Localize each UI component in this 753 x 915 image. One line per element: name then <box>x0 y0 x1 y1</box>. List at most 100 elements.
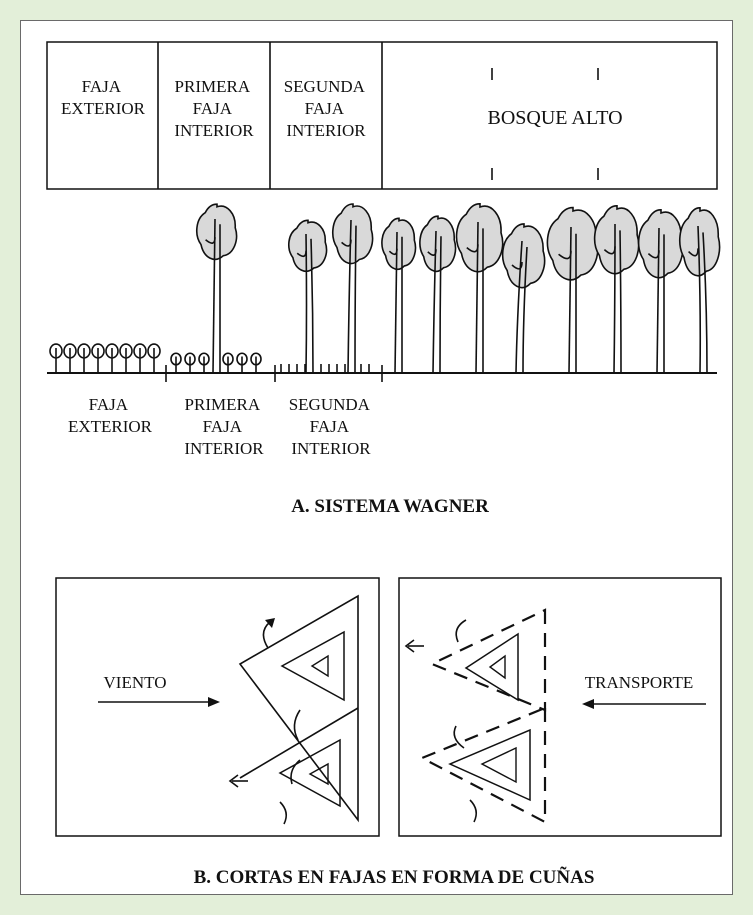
sapling <box>119 343 133 373</box>
leftward-arrow-head <box>228 774 239 788</box>
sapling <box>91 343 105 373</box>
tree-trunk <box>439 236 442 374</box>
sapling <box>147 343 161 373</box>
sapling <box>105 343 119 373</box>
leftward-arrow-head <box>404 639 415 653</box>
tree-branch <box>341 239 352 247</box>
tree <box>287 219 328 374</box>
tree-crown <box>287 219 328 273</box>
tree-branch <box>647 250 660 259</box>
tree <box>637 208 684 374</box>
tree <box>455 202 504 374</box>
section-a-title: A. SISTEMA WAGNER <box>291 496 489 517</box>
zone-table: FAJA EXTERIOR PRIMERA FAJA INTERIOR SEGU… <box>46 41 718 190</box>
tree-branch <box>688 248 699 257</box>
tree-branch <box>511 261 523 270</box>
curved-arrow-icon <box>290 759 301 785</box>
section-b-title: B. CORTAS EN FAJAS EN FORMA DE CUÑAS <box>194 866 595 888</box>
sapling <box>77 343 91 373</box>
tree <box>593 204 640 374</box>
sapling <box>222 352 234 373</box>
tree-branch <box>296 250 307 258</box>
sapling <box>250 352 262 373</box>
transport-arrow-head <box>582 699 594 709</box>
ground-label-outer: FAJA EXTERIOR <box>68 395 153 436</box>
sapling <box>170 352 182 373</box>
curved-arrow-icon <box>453 725 465 749</box>
tree <box>195 203 238 374</box>
curved-arrow-head <box>265 618 275 628</box>
tree-crown <box>593 204 640 275</box>
tree-trunk <box>619 230 622 374</box>
curved-arrow-icon <box>279 801 288 825</box>
tree-branch <box>603 246 616 255</box>
curved-arrow-icon <box>469 799 478 823</box>
wedge-inner <box>488 654 506 680</box>
wedge-middle <box>280 630 345 702</box>
curved-arrow-icon <box>293 709 301 741</box>
tree-crown <box>381 217 417 271</box>
tree-trunk <box>212 218 216 374</box>
wedge-panel-right: TRANSPORTE <box>398 577 722 837</box>
tree-trunk <box>568 226 572 374</box>
tree-trunk <box>354 225 357 374</box>
tree-trunk <box>702 232 708 374</box>
tree-crown <box>455 202 504 273</box>
wedge-panel-left: VIENTO <box>55 577 380 837</box>
wedge-inner <box>308 762 329 786</box>
wind-arrow-head <box>208 697 220 707</box>
wedge-middle <box>448 728 531 802</box>
tree-crown <box>195 203 238 261</box>
curved-arrow-icon <box>262 621 271 649</box>
tree-branch <box>388 248 398 256</box>
zone-label-first-inner: PRIMERA FAJA INTERIOR <box>174 77 254 140</box>
sapling <box>184 352 196 373</box>
tree-crown <box>331 203 374 265</box>
tree <box>678 206 721 374</box>
wedge-inner <box>480 746 517 784</box>
tree <box>331 203 374 374</box>
tree <box>381 217 417 374</box>
tree <box>419 215 457 374</box>
tree-trunk <box>656 227 660 374</box>
tree <box>546 206 599 374</box>
tree-crown <box>637 208 684 279</box>
curved-arrow-icon <box>455 619 467 643</box>
sapling <box>49 343 63 373</box>
tree-trunk <box>432 230 437 374</box>
tree-crown <box>419 215 457 273</box>
wind-label: VIENTO <box>104 673 167 692</box>
zone-label-outer: FAJA EXTERIOR <box>61 77 146 118</box>
tree <box>501 223 546 374</box>
tree-crown <box>501 223 546 289</box>
zone-label-high-forest: BOSQUE ALTO <box>487 107 622 129</box>
wedge-middle <box>464 632 519 702</box>
tree-branch <box>466 244 479 253</box>
tree-crown <box>546 206 599 281</box>
zone-label-second-inner: SEGUNDA FAJA INTERIOR <box>284 77 369 140</box>
sapling <box>63 343 77 373</box>
dashed-wedge <box>419 706 547 824</box>
tree-branch <box>558 250 572 260</box>
sapling <box>133 343 147 373</box>
forest-profile <box>47 202 721 382</box>
ground-label-second-inner: SEGUNDA FAJA INTERIOR <box>289 395 374 458</box>
wedge-middle <box>278 738 341 808</box>
tree-trunk <box>347 219 352 374</box>
tree-trunk <box>697 225 702 374</box>
sapling <box>236 352 248 373</box>
diagram-frame <box>20 20 733 895</box>
tree-trunk <box>515 240 523 374</box>
wedge-outer <box>239 707 359 779</box>
transport-label: TRANSPORTE <box>585 673 694 692</box>
dashed-wedge <box>429 608 547 712</box>
tree-branch <box>205 237 216 244</box>
panel-border <box>398 577 722 837</box>
tree-branch <box>427 249 437 256</box>
tree-trunk <box>394 231 398 374</box>
panel-border <box>55 577 380 837</box>
ground-label-first-inner: PRIMERA FAJA INTERIOR <box>184 395 264 458</box>
tree-trunk <box>522 246 528 374</box>
tree-trunk <box>310 238 314 374</box>
